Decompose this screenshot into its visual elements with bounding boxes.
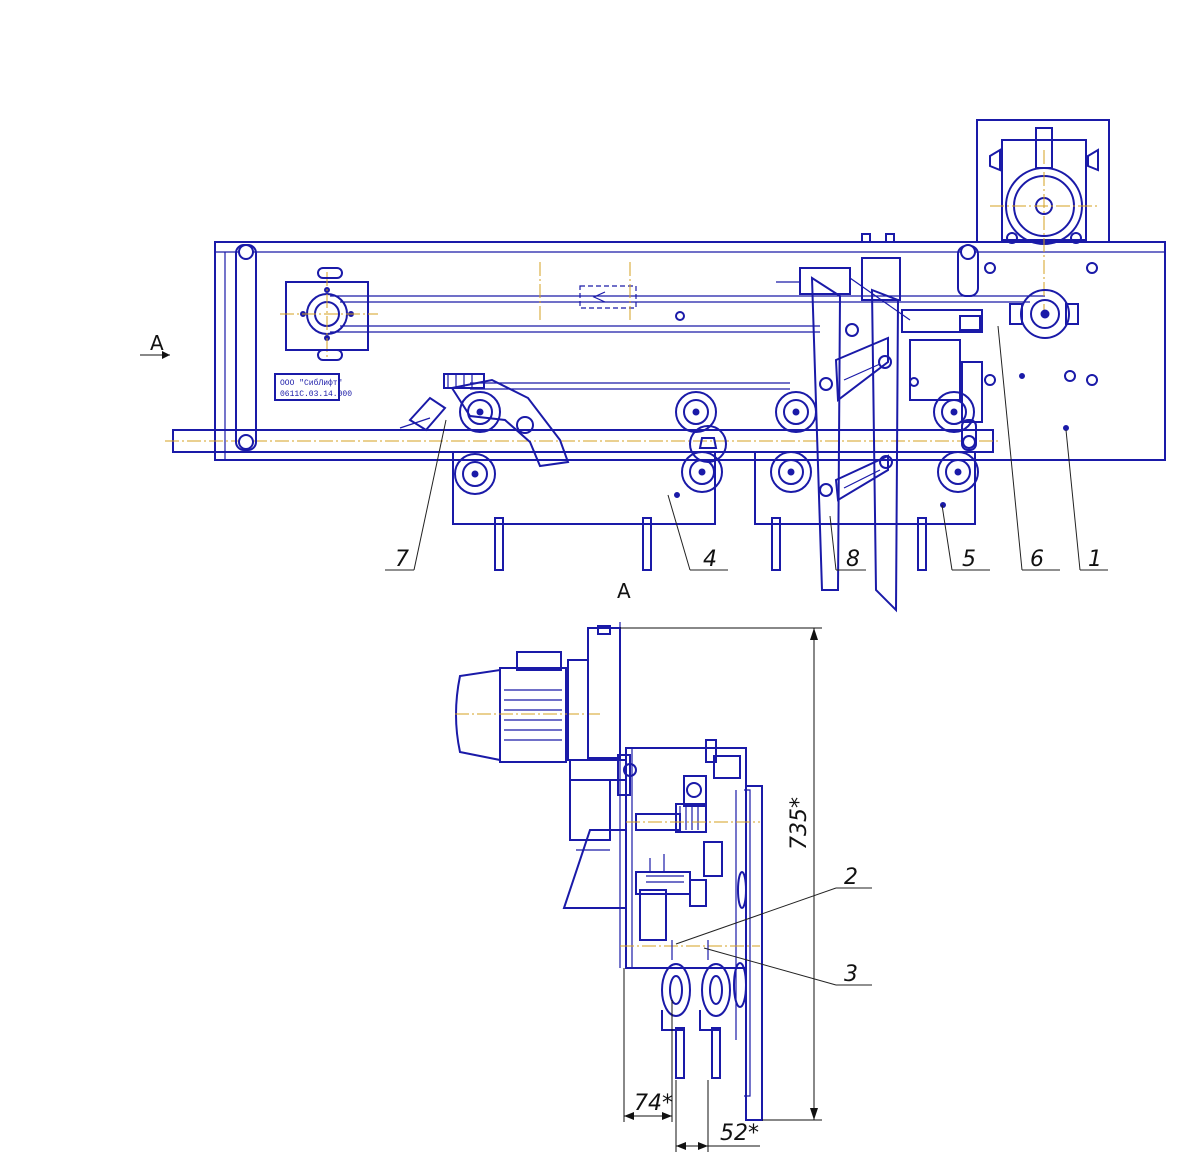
section-label-bottom: A (617, 579, 631, 603)
motor-block (976, 119, 1110, 320)
section-label-top: A (150, 331, 164, 355)
callout-2: 2 (844, 865, 858, 890)
clamp-assembly (399, 373, 570, 468)
drive-pulley (901, 244, 1079, 423)
callout-3: 3 (844, 962, 858, 987)
dim-height: 735* (620, 627, 822, 1121)
section-rollers (661, 871, 747, 1017)
center-box (579, 285, 637, 309)
callouts-top: 7 4 8 5 6 1 (385, 325, 1108, 572)
dim-52-label: 52* (720, 1121, 759, 1146)
callout-7: 7 (395, 547, 409, 572)
dim-left-offset: 74* (623, 968, 673, 1122)
carriage-4 (452, 451, 716, 525)
callout-1: 1 (1088, 547, 1102, 572)
side-plate (625, 747, 747, 969)
gearbox (562, 759, 627, 909)
left-lever (235, 244, 257, 451)
nameplate-line2: 0611С.03.14.000 (280, 390, 352, 399)
callout-4: 4 (703, 547, 717, 572)
callout-8: 8 (846, 547, 860, 572)
nameplate-line1: ООО "СибЛифт" (280, 379, 342, 388)
main-frame (214, 241, 1166, 461)
callout-6: 6 (1030, 547, 1044, 572)
motor (455, 625, 621, 763)
door-coupler (776, 233, 911, 613)
dim-74-label: 74* (634, 1091, 673, 1116)
lower-rollers (454, 451, 979, 495)
mechanism (620, 739, 760, 947)
mounting-studs (494, 517, 927, 571)
section-view: 735* 74* 52* 2 3 (455, 622, 872, 1152)
door-plate (745, 785, 763, 1121)
callout-5: 5 (962, 547, 976, 572)
section-studs (661, 1010, 721, 1079)
callouts-section: 2 3 (675, 865, 872, 987)
dim-735-label: 735* (787, 797, 812, 850)
top-view: ООО "СибЛифт" 0611С.03.14.000 (140, 119, 1166, 613)
dim-spacing: 52* (675, 1080, 760, 1152)
section-marker-left: A (140, 331, 170, 359)
carriage-5 (754, 451, 976, 525)
nameplate: ООО "СибЛифт" 0611С.03.14.000 (274, 373, 352, 401)
